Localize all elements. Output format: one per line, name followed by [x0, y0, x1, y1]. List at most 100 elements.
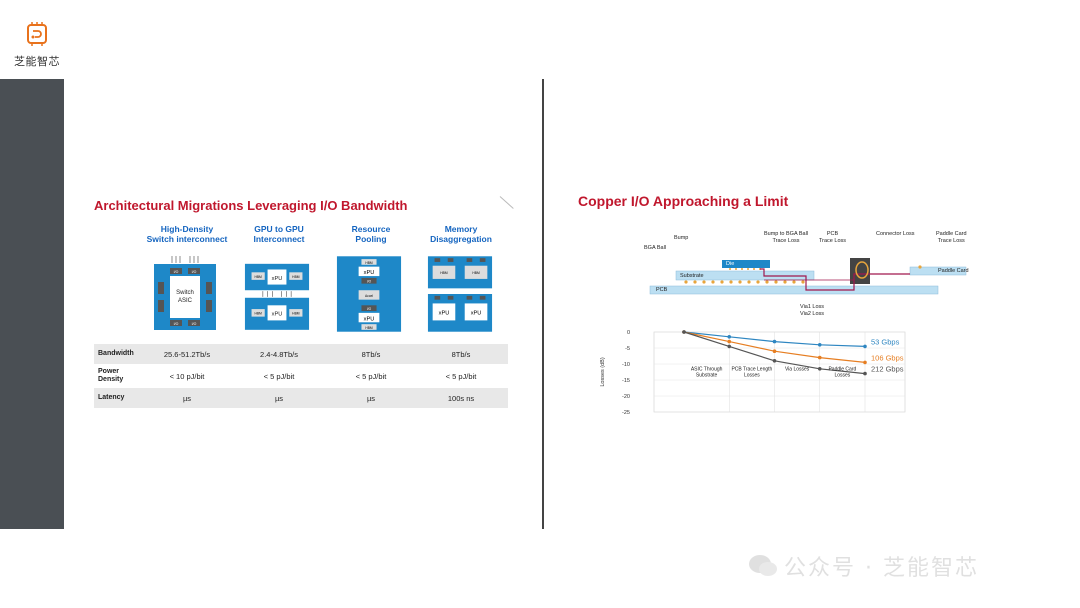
- table-cell: < 5 pJ/bit: [445, 372, 477, 381]
- table-row: Latency µs µs µs 100s ns: [94, 388, 508, 408]
- label-substrate: Substrate: [680, 273, 704, 279]
- row-label: Latency: [98, 394, 125, 401]
- data-point: [863, 360, 867, 365]
- svg-text:xPU: xPU: [471, 311, 482, 317]
- data-point: [772, 359, 777, 363]
- category-label: Substrate: [696, 372, 718, 378]
- svg-text:xPU: xPU: [439, 311, 450, 317]
- table-cell: 8Tb/s: [361, 350, 381, 359]
- label-bump: Bump: [674, 235, 689, 241]
- data-point: [727, 344, 732, 349]
- data-point: [863, 344, 867, 349]
- svg-text:xPU: xPU: [364, 270, 375, 276]
- y-tick-label: 0: [627, 330, 630, 336]
- brand-logo: 芝能智芯: [14, 22, 60, 69]
- table-cell: 100s ns: [447, 394, 475, 403]
- svg-text:I/O: I/O: [192, 322, 197, 326]
- svg-text:I/O: I/O: [174, 270, 179, 274]
- category-label: Paddle Card: [828, 366, 856, 372]
- brand-name: 芝能智芯: [14, 55, 60, 68]
- svg-text:HBM: HBM: [254, 312, 262, 316]
- y-tick-label: -25: [622, 410, 630, 416]
- table-cell: µs: [366, 394, 376, 403]
- table-cell: < 5 pJ/bit: [355, 372, 387, 381]
- svg-text:ASIC: ASIC: [178, 298, 193, 304]
- table-cell: 25.6-51.2Tb/s: [163, 350, 211, 359]
- table-cell: µs: [274, 394, 284, 403]
- sidebar-decoration: [0, 79, 64, 529]
- svg-text:HBM: HBM: [292, 275, 300, 279]
- svg-text:I/O: I/O: [367, 307, 372, 311]
- svg-text:Switch: Switch: [176, 290, 194, 296]
- wechat-icon: [749, 555, 777, 576]
- decorative-line: [499, 196, 514, 209]
- svg-text:HBM: HBM: [365, 261, 373, 265]
- loss-chart: 0 -5 -10 -15 -20 -25 Losses (dB) 53 Gbps 106 Gbp…: [572, 322, 912, 426]
- switch-asic-diagram: Switch ASIC I/O I/O I/O I/O: [154, 256, 216, 330]
- y-tick-label: -20: [622, 394, 630, 400]
- resource-pooling-diagram: HBM xPU I/O Accel I/O xPU HBM: [336, 256, 402, 332]
- label-connector-loss: Connector Loss: [876, 231, 915, 237]
- category-label: Via Losses: [785, 366, 810, 372]
- series-legend-label: 212 Gbps: [871, 365, 904, 374]
- series-legend-label: 53 Gbps: [871, 337, 900, 346]
- gpu-interconnect-diagram: xPU HBM HBM xPU HBM HBM: [244, 263, 310, 330]
- svg-text:xPU: xPU: [364, 316, 375, 322]
- center-divider: [542, 79, 544, 529]
- data-point: [727, 339, 732, 344]
- data-point: [727, 335, 732, 339]
- table-cell: 2.4-4.8Tb/s: [260, 350, 298, 359]
- category-label: ASIC Through: [691, 366, 723, 372]
- chip-logo-icon: [27, 22, 47, 46]
- right-title: Copper I/O Approaching a Limit: [578, 193, 789, 209]
- memory-disaggregation-diagram: HBM HBM xPU xPU: [427, 256, 493, 332]
- data-point: [772, 339, 777, 344]
- category-label: PCB Trace Length: [731, 366, 772, 372]
- svg-text:xPU: xPU: [272, 312, 283, 318]
- label-bga-ball: BGA Ball: [644, 245, 667, 251]
- svg-text:HBM: HBM: [472, 271, 480, 275]
- data-point: [817, 355, 822, 360]
- y-tick-label: -10: [622, 362, 630, 368]
- table-cell: < 10 pJ/bit: [169, 372, 205, 381]
- table-cell: 8Tb/s: [451, 350, 471, 359]
- category-label: Losses: [744, 372, 760, 378]
- svg-text:HBM: HBM: [365, 326, 373, 330]
- watermark: 公众号 · 芝能智芯: [748, 545, 1058, 587]
- category-label: Losses: [834, 372, 850, 378]
- y-tick-label: -5: [625, 346, 630, 352]
- left-title: Architectural Migrations Leveraging I/O …: [94, 198, 408, 213]
- svg-text:I/O: I/O: [192, 270, 197, 274]
- table-cell: < 5 pJ/bit: [263, 372, 295, 381]
- row-label: Bandwidth: [98, 350, 134, 357]
- svg-text:Accel: Accel: [365, 294, 373, 298]
- data-point: [817, 343, 822, 347]
- data-point: [682, 330, 686, 334]
- y-axis-label: Losses (dB): [600, 357, 606, 387]
- table-row: Bandwidth 25.6-51.2Tb/s 2.4-4.8Tb/s 8Tb/…: [94, 344, 508, 364]
- data-point: [772, 349, 777, 353]
- watermark-text: 公众号 · 芝能智芯: [784, 556, 979, 581]
- svg-text:HBM: HBM: [292, 312, 300, 316]
- svg-text:HBM: HBM: [254, 275, 262, 279]
- data-point: [863, 371, 867, 376]
- table-cell: µs: [182, 394, 192, 403]
- svg-text:xPU: xPU: [272, 276, 283, 282]
- series-legend-label: 106 Gbps: [871, 353, 904, 362]
- svg-text:I/O: I/O: [367, 280, 372, 284]
- loss-chart-svg: 0 -5 -10 -15 -20 -25 Losses (dB) 53 Gbps 106 Gbp…: [600, 330, 906, 416]
- label-die: Die: [726, 261, 735, 267]
- svg-text:I/O: I/O: [174, 322, 179, 326]
- y-tick-label: -15: [622, 378, 630, 384]
- label-paddle-card: Paddle Card: [938, 268, 969, 274]
- data-point: [817, 367, 822, 371]
